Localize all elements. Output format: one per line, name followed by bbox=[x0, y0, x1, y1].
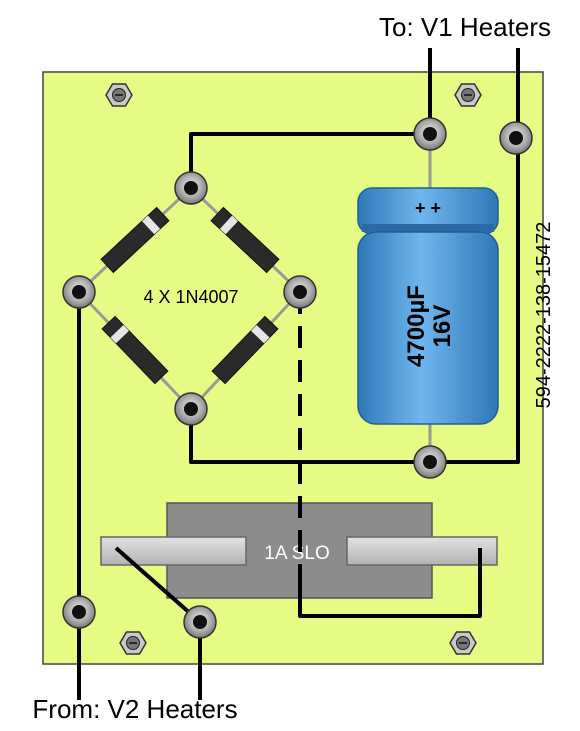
hex-nut-icon bbox=[105, 83, 133, 107]
screw-terminal-icon bbox=[62, 275, 96, 309]
screw-terminal-icon bbox=[413, 117, 447, 151]
hex-nut-icon bbox=[119, 631, 147, 655]
capacitor: + + 4700µF 16V bbox=[357, 134, 499, 462]
diode-bottom-right bbox=[211, 315, 279, 385]
capacitor-polarity-label: + + bbox=[415, 198, 441, 218]
diode-bottom-left bbox=[101, 315, 169, 385]
wire-fuse-return bbox=[298, 548, 482, 618]
hex-nut-icon bbox=[449, 631, 477, 655]
screw-terminal-icon bbox=[183, 605, 217, 639]
screw-terminal-icon bbox=[174, 392, 208, 426]
screw-terminal-icon bbox=[174, 171, 208, 205]
screw-terminal-icon bbox=[62, 595, 96, 629]
fuse-clip-right bbox=[346, 536, 498, 566]
hex-nut-icon bbox=[454, 83, 482, 107]
top-label: To: V1 Heaters bbox=[379, 12, 551, 42]
fuse-label: 1A SLO bbox=[264, 543, 330, 564]
diode-top-right bbox=[210, 206, 280, 274]
bridge-label: 4 X 1N4007 bbox=[143, 287, 238, 307]
wire-bridge-minus bbox=[189, 409, 430, 464]
screw-terminal-icon bbox=[413, 445, 447, 479]
diode-top-left bbox=[100, 206, 170, 274]
wire-bridge-plus bbox=[189, 132, 430, 188]
wires bbox=[77, 48, 520, 700]
bottom-label: From: V2 Heaters bbox=[32, 694, 237, 724]
capacitor-voltage-label: 16V bbox=[429, 305, 456, 348]
capacitor-value-label: 4700µF bbox=[403, 285, 430, 367]
wire-v1-b bbox=[430, 48, 520, 464]
part-number-label: 594-2222-138-15472 bbox=[533, 222, 555, 409]
screw-terminal-icon bbox=[499, 121, 533, 155]
screw-terminal-icon bbox=[283, 275, 317, 309]
fuse-clip-left bbox=[100, 536, 247, 566]
